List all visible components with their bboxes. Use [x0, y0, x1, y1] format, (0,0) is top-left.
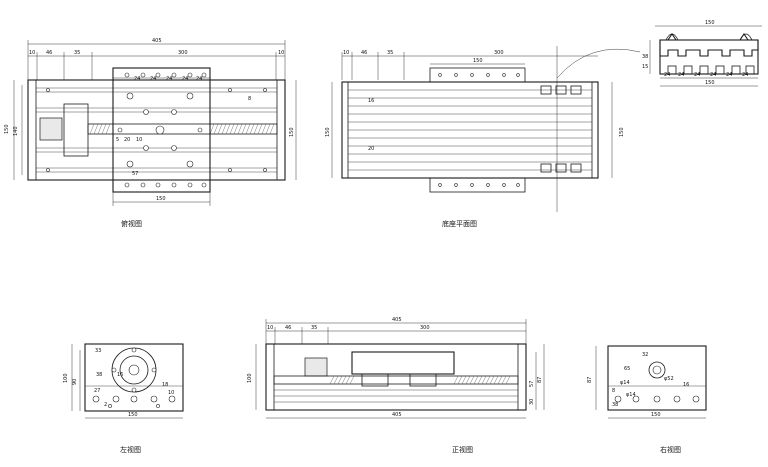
top-dim-24a: 24 [134, 76, 140, 82]
base-dim-300: 300 [494, 50, 504, 56]
right-dim-phi52: φ52 [664, 376, 674, 382]
left-dim-150: 150 [128, 412, 138, 418]
detail-dim-top-150: 150 [705, 20, 715, 26]
detail-dim-24a: 24 [664, 72, 670, 78]
base-dim-46: 46 [361, 50, 367, 56]
top-view-caption: 俯视图 [121, 219, 142, 228]
detail-dim-24e: 24 [726, 72, 732, 78]
detail-dim-38: 38 [642, 54, 648, 60]
left-dim-18: 18 [162, 382, 168, 388]
left-dim-27: 27 [94, 388, 100, 394]
right-dim-8: 8 [612, 388, 615, 394]
base-plan-caption: 底座平面图 [442, 219, 477, 228]
top-dim-405: 405 [152, 38, 162, 44]
base-dim-left-150: 150 [325, 127, 331, 137]
left-view-caption: 左视图 [120, 445, 141, 454]
top-dim-140: 140 [13, 126, 19, 136]
front-dim-46: 46 [285, 325, 291, 331]
front-dim-30: 30 [529, 399, 535, 405]
top-dim-10a: 10 [29, 50, 35, 56]
detail-dim-24f: 24 [742, 72, 748, 78]
right-dim-38: 38 [612, 402, 618, 408]
front-view-caption: 正视图 [452, 445, 473, 454]
top-dim-24c: 24 [166, 76, 172, 82]
left-dim-100: 100 [63, 373, 69, 383]
right-dim-phi14: φ14 [620, 380, 630, 386]
front-dim-35: 35 [311, 325, 317, 331]
base-dim-10: 10 [343, 50, 349, 56]
front-dim-10: 10 [267, 325, 273, 331]
left-dim-90: 90 [72, 379, 78, 385]
detail-dim-24c: 24 [694, 72, 700, 78]
front-dim-300: 300 [420, 325, 430, 331]
top-view: 405 10 46 35 300 10 [4, 38, 297, 228]
front-dim-100: 100 [247, 373, 253, 383]
right-dim-65: 65 [624, 366, 630, 372]
detail-dim-24d: 24 [710, 72, 716, 78]
base-dim-plate-150: 150 [473, 58, 483, 64]
top-dim-right-150: 150 [289, 127, 295, 137]
front-dim-87: 87 [537, 377, 543, 383]
top-dim-46: 46 [46, 50, 52, 56]
left-dim-16: 16 [117, 372, 123, 378]
base-dim-35: 35 [387, 50, 393, 56]
profile-detail: 150 24 24 24 24 24 24 150 38 15 [642, 20, 762, 87]
top-dim-57: 57 [132, 171, 138, 177]
left-dim-10: 10 [168, 390, 174, 396]
front-view: 405 10 46 35 300 [247, 317, 545, 454]
top-dim-8: 8 [248, 96, 251, 102]
top-dim-24d: 24 [182, 76, 188, 82]
base-plan-view: 10 46 35 300 150 [325, 46, 641, 228]
top-dim-10: 10 [136, 137, 142, 143]
front-dim-57: 57 [529, 381, 535, 387]
detail-dim-24b: 24 [678, 72, 684, 78]
top-dim-10b: 10 [278, 50, 284, 56]
top-dim-20: 20 [124, 137, 130, 143]
right-dim-o14: φ14 [626, 392, 636, 398]
base-dim-16: 16 [368, 98, 374, 104]
right-view-caption: 右视图 [660, 445, 681, 454]
right-dim-16: 16 [683, 382, 689, 388]
base-dim-right-150: 150 [619, 127, 625, 137]
top-dim-35: 35 [74, 50, 80, 56]
detail-dim-bottom-150: 150 [705, 80, 715, 86]
left-view: 100 90 33 38 16 18 27 10 2 150 左视图 [63, 343, 184, 454]
right-dim-32: 32 [642, 352, 648, 358]
top-dim-150: 150 [4, 124, 10, 134]
left-dim-33: 33 [95, 348, 101, 354]
top-dim-5: 5 [116, 137, 119, 143]
front-dim-bottom-405: 405 [392, 412, 402, 418]
right-dim-87: 87 [587, 377, 593, 383]
right-dim-150: 150 [651, 412, 661, 418]
left-dim-38: 38 [96, 372, 102, 378]
top-dim-bottom-150: 150 [156, 196, 166, 202]
top-dim-24b: 24 [150, 76, 156, 82]
base-dim-20: 20 [368, 146, 374, 152]
detail-dim-15: 15 [642, 64, 648, 70]
left-dim-2: 2 [104, 402, 107, 408]
top-dim-300: 300 [178, 50, 188, 56]
front-dim-405: 405 [392, 317, 402, 323]
top-dim-24e: 24 [196, 76, 202, 82]
right-view: 87 65 32 φ14 φ52 8 16 38 φ14 150 右视图 [587, 345, 707, 454]
